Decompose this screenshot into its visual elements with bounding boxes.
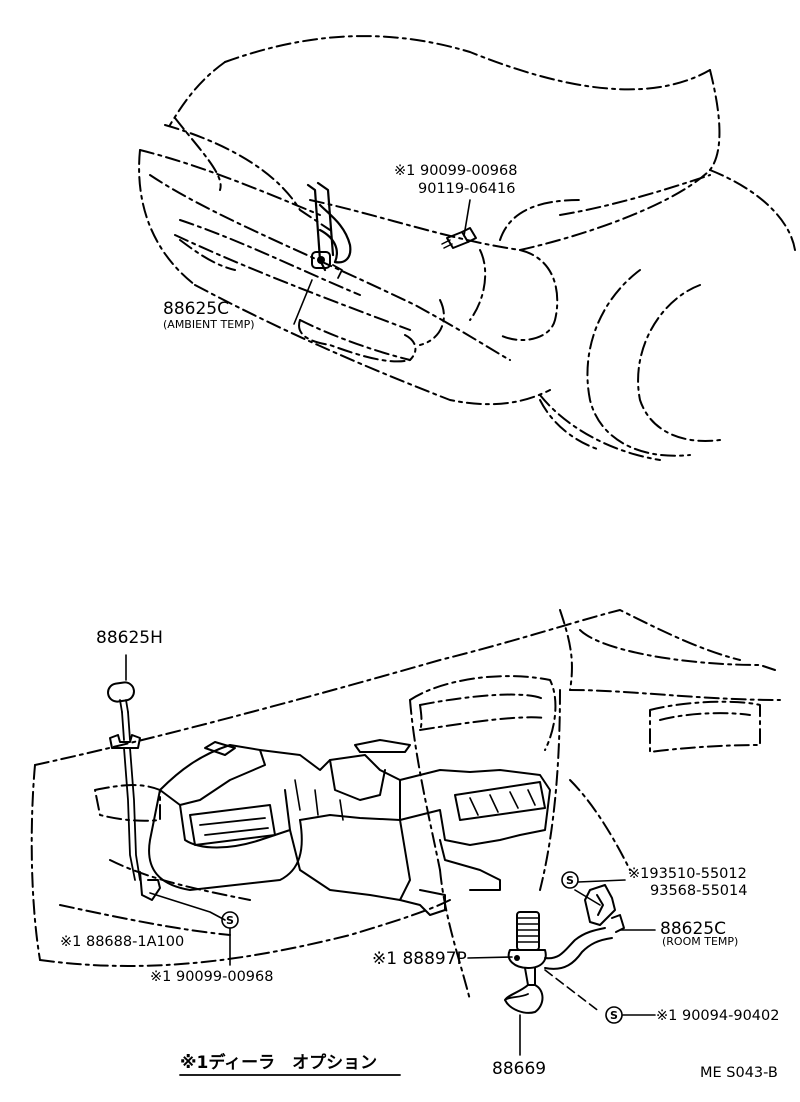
svg-text:S: S (566, 874, 574, 887)
s-mark-left: S (221, 911, 239, 929)
aspirator-icon (507, 911, 547, 986)
label-dealer-option: ※1ディーラ オプション (180, 1052, 377, 1073)
sensor-h-icon (107, 681, 141, 749)
label-aspirator: ※1 88897P (372, 949, 467, 969)
label-sensor-h: 88625H (96, 628, 163, 648)
s-mark-right-top: S (561, 871, 579, 889)
label-clamp-left: ※1 90099-00968 (150, 969, 273, 985)
label-screw-ref: ※193510-55012 (628, 866, 747, 882)
label-hose: 88669 (492, 1059, 546, 1079)
label-bolt-ref: ※1 90099-00968 (394, 163, 517, 179)
label-clamp-right: ※1 90094-90402 (656, 1008, 779, 1024)
svg-text:S: S (610, 1009, 618, 1022)
s-mark-right-bottom: S (605, 1006, 623, 1024)
label-diagram-code: ME S043-B (700, 1065, 778, 1081)
car-front-illustration (138, 35, 796, 461)
top-labels: ※1 90099-00968 90119-06416 88625C (AMBIE… (163, 163, 517, 331)
dashboard-illustration (30, 609, 781, 1076)
label-bolt: 90119-06416 (418, 181, 516, 197)
label-ambient-sensor: 88625C (163, 299, 229, 319)
room-sensor-icon (584, 884, 625, 933)
bolt-icon (441, 227, 477, 249)
label-screw: 93568-55014 (650, 883, 748, 899)
label-ambient-note: (AMBIENT TEMP) (163, 318, 255, 331)
svg-text:S: S (226, 914, 234, 927)
label-room-note: (ROOM TEMP) (662, 935, 738, 948)
label-harness-clip: ※1 88688-1A100 (60, 934, 184, 950)
bottom-labels: 88625H ※1 88688-1A100 ※1 90099-00968 ※1 … (60, 628, 779, 1081)
label-room-sensor: 88625C (660, 919, 726, 939)
